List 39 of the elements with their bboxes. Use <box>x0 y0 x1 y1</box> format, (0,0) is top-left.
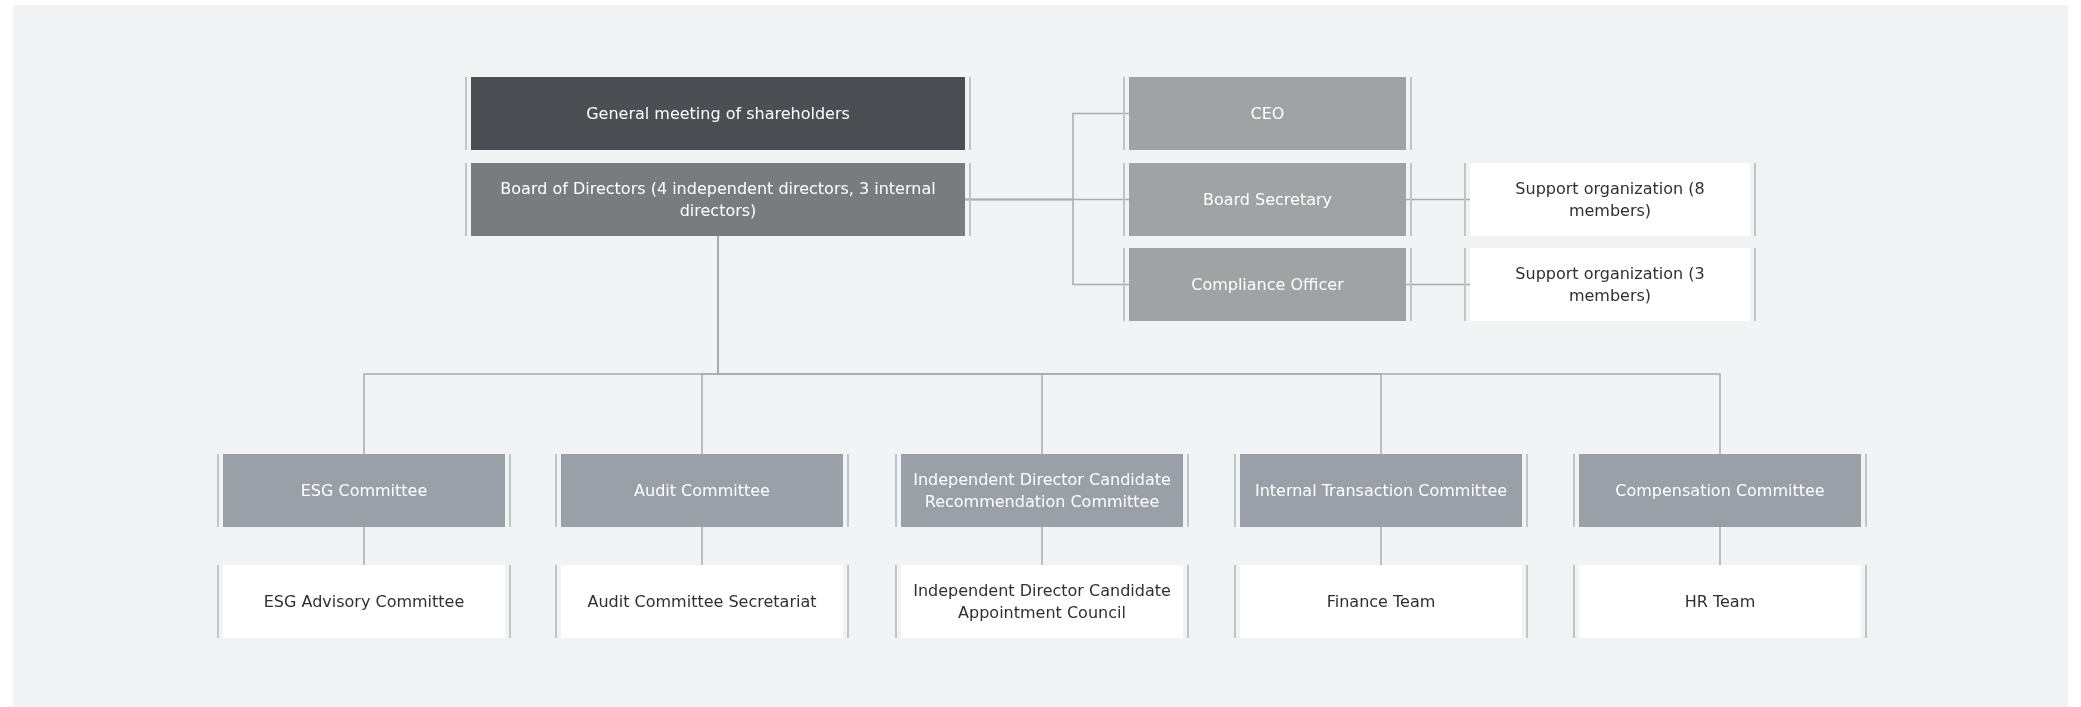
org-box <box>1123 77 1412 150</box>
box-label: Support organization (3 members) <box>1514 262 1706 307</box>
box-label: Audit Committee <box>634 479 770 502</box>
org-box <box>1573 565 1867 638</box>
org-box <box>555 454 849 527</box>
org-box <box>217 565 511 638</box>
connector-line <box>363 526 365 566</box>
org-box <box>1464 163 1756 236</box>
box-label: CEO <box>1250 102 1285 125</box>
box-label: HR Team <box>1684 590 1756 613</box>
connector-line <box>1041 526 1043 566</box>
connector-line <box>1719 526 1721 566</box>
org-box <box>895 454 1189 527</box>
org-box <box>465 77 971 150</box>
box-label: Finance Team <box>1326 590 1436 613</box>
box-label: Board of Directors (4 independent directors, 3 internal directors) <box>499 177 937 222</box>
org-box <box>895 565 1189 638</box>
org-box <box>1123 163 1412 236</box>
box-label: ESG Advisory Committee <box>263 590 465 613</box>
org-box <box>1464 248 1756 321</box>
org-box <box>555 565 849 638</box>
org-box <box>1234 454 1528 527</box>
box-label: Independent Director Candidate Recommendation Committee <box>912 468 1172 513</box>
org-box <box>465 163 971 236</box>
connector-line <box>701 526 703 566</box>
box-label: Audit Committee Secretariat <box>587 590 817 613</box>
connector-line <box>1380 526 1382 566</box>
box-label: Support organization (8 members) <box>1514 177 1706 222</box>
box-label: Compliance Officer <box>1191 273 1344 296</box>
box-label: ESG Committee <box>300 479 428 502</box>
box-label: Independent Director Candidate Appointment Council <box>912 579 1172 624</box>
org-box <box>1234 565 1528 638</box>
box-label: Compensation Committee <box>1615 479 1825 502</box>
org-box <box>1573 454 1867 527</box>
box-label: General meeting of shareholders <box>586 102 850 125</box>
org-box <box>1123 248 1412 321</box>
org-box <box>217 454 511 527</box>
box-label: Internal Transaction Committee <box>1254 479 1508 502</box>
box-label: Board Secretary <box>1202 188 1333 211</box>
